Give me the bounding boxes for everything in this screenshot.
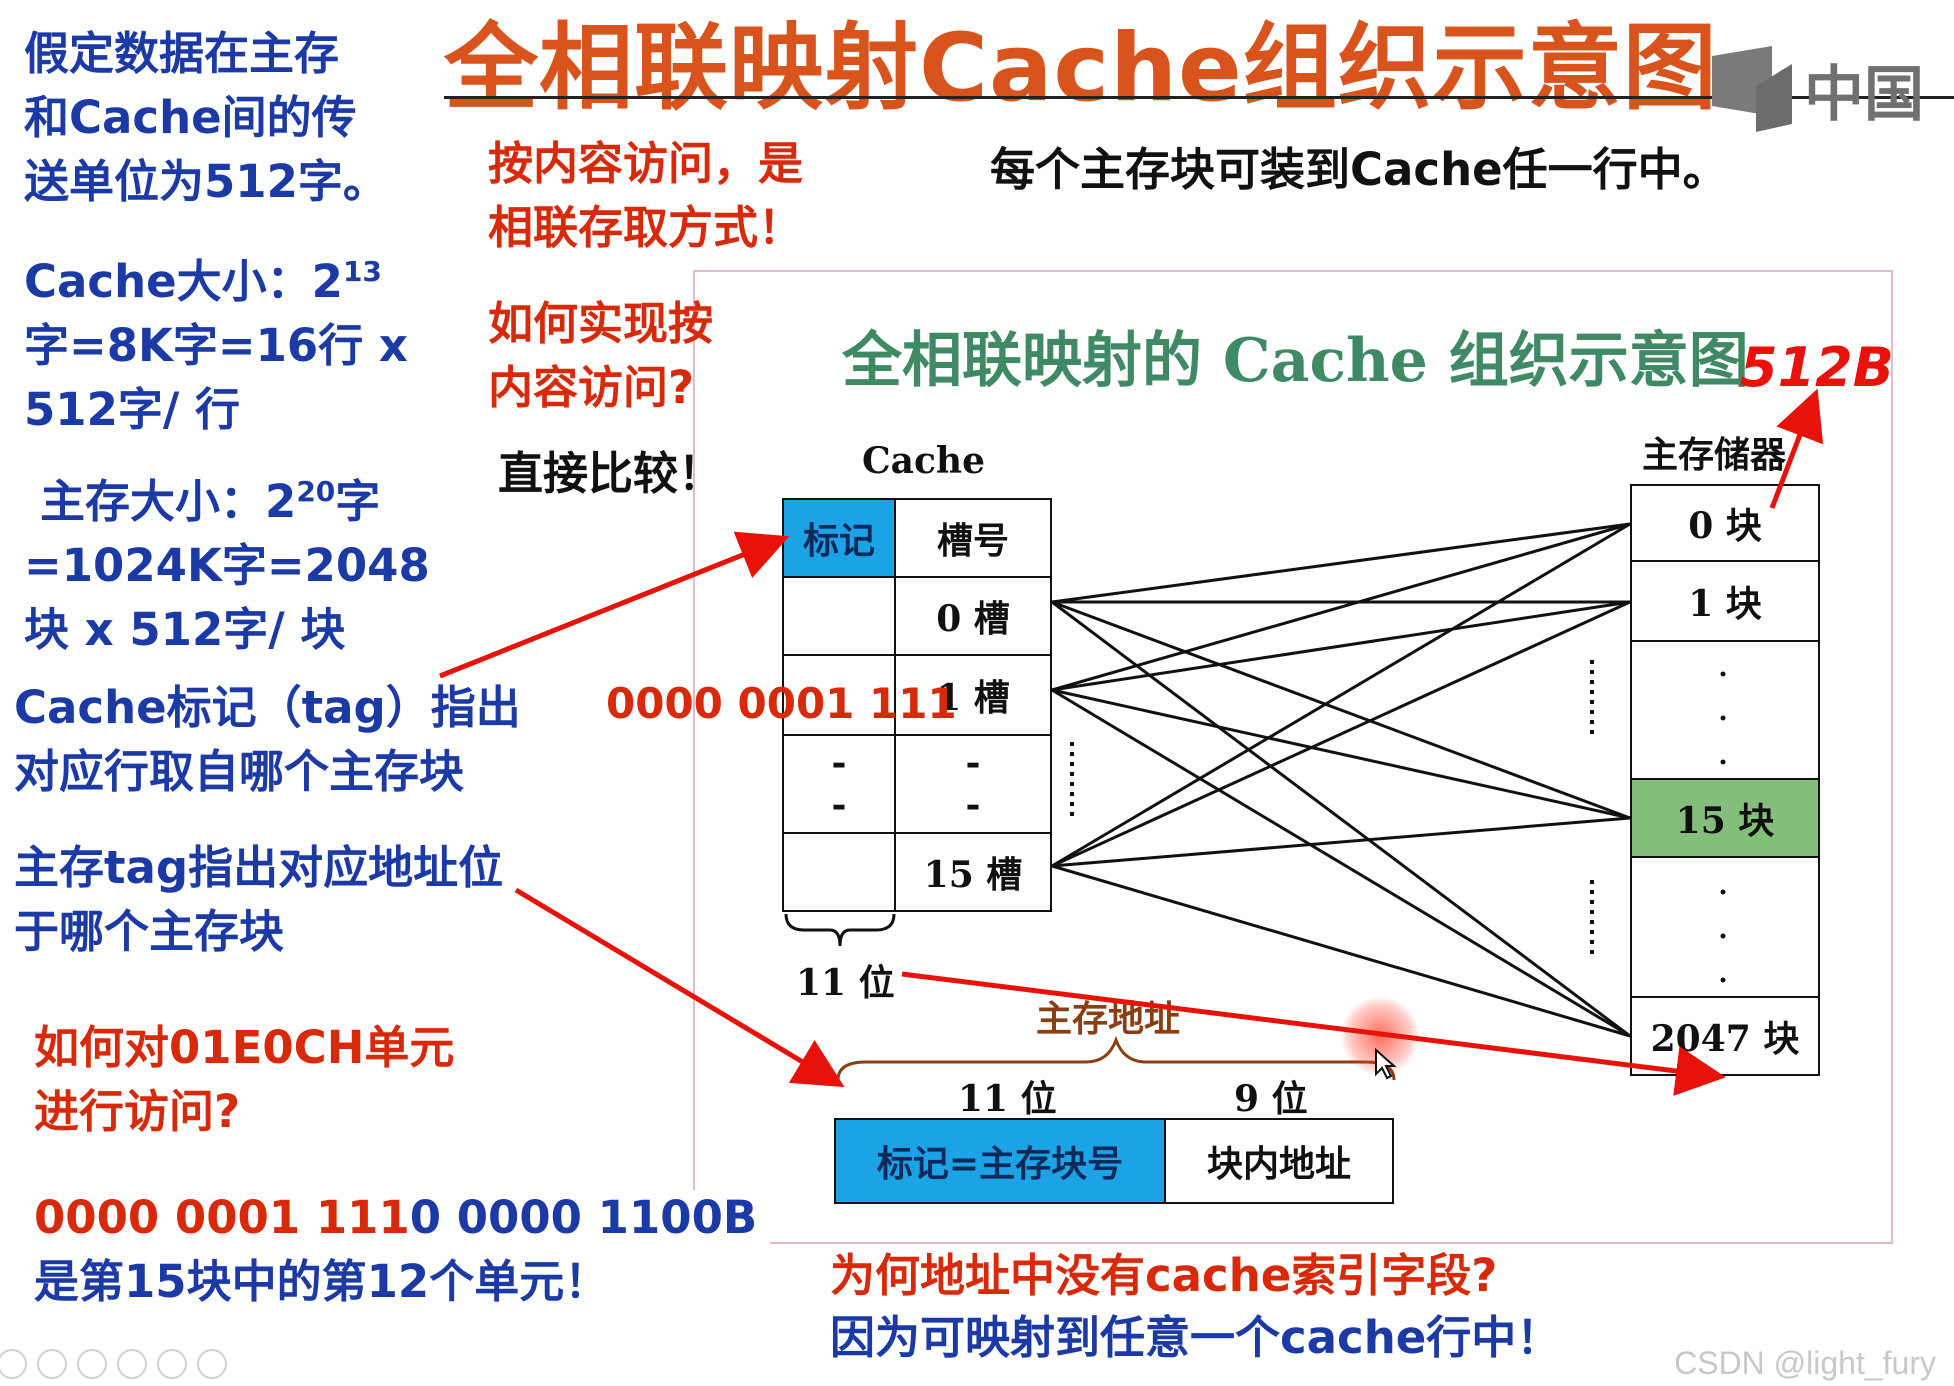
- cache-size-prefix: Cache大小：2: [24, 255, 343, 308]
- memory-label: 主存储器: [1642, 434, 1787, 476]
- answer-text: 是第15块中的第12个单元！: [34, 1255, 610, 1308]
- because-note: 因为可映射到任意一个cache行中！: [830, 1311, 1562, 1364]
- content-access-note: 按内容访问，是 相联存取方式！: [488, 132, 803, 260]
- how-question-note: 如何实现按 内容访问?: [488, 292, 713, 420]
- every-block-note: 每个主存块可装到Cache任一行中。: [990, 143, 1728, 196]
- mem-size-suffix: 字: [335, 475, 381, 528]
- gap-dash: -: [965, 784, 981, 826]
- note-line: 字=8K字=16行 x: [24, 319, 408, 372]
- memory-size-note: 主存大小：220字 =1024K字=2048 块 x 512字/ 块: [24, 460, 430, 662]
- note-line: 和Cache间的传: [24, 91, 357, 144]
- page-title: 全相联映射Cache组织示意图: [444, 14, 1718, 123]
- cache-tag-cell: [782, 654, 896, 736]
- diagram-frame-top: [693, 270, 1893, 272]
- note-line: 送单位为512字。: [24, 155, 388, 208]
- why-no-index: 为何地址中没有cache索引字段?: [830, 1249, 1498, 1302]
- mem-size-prefix: 主存大小：2: [40, 475, 297, 528]
- cache-tag-note: Cache标记（tag）指出 对应行取自哪个主存块: [14, 676, 521, 804]
- note-line: 块 x 512字/ 块: [24, 603, 346, 656]
- cache-size-exponent: 13: [342, 255, 382, 288]
- cache-size-note: Cache大小：213 字=8K字=16行 x 512字/ 行: [24, 240, 408, 442]
- memory-block-15: 15 块: [1630, 778, 1820, 858]
- note-line: 如何实现按: [488, 297, 714, 350]
- note-line: 对应行取自哪个主存块: [14, 745, 465, 798]
- diagram-frame-bottom: [770, 1242, 1893, 1244]
- direct-compare-note: 直接比较！: [498, 447, 724, 500]
- mouse-cursor-icon: [1375, 1048, 1397, 1080]
- memory-block-0: 0 块: [1630, 484, 1820, 562]
- arrow-cache-tag: [439, 531, 790, 679]
- note-line: 主存大小：220字: [24, 460, 430, 534]
- cache-slot-1: 1 槽: [894, 654, 1052, 736]
- arrow-11bits-to-2047: [901, 971, 1726, 1096]
- memory-ellipsis: [1720, 886, 1726, 986]
- address-offset-field: 块内地址: [1164, 1118, 1394, 1204]
- note-line: 假定数据在主存: [24, 27, 340, 80]
- note-line: 主存tag指出对应地址位: [14, 841, 504, 894]
- memory-block-1: 1 块: [1630, 560, 1820, 642]
- annotation-512b: 512B: [1740, 336, 1894, 399]
- title-underline: [444, 96, 1954, 99]
- address-tag-field: 标记=主存块号: [834, 1118, 1166, 1204]
- access-question: 如何对01E0CH单元 进行访问?: [34, 1016, 454, 1144]
- cache-slot-gap: - -: [894, 734, 1052, 834]
- mem-size-exponent: 20: [296, 475, 336, 508]
- note-line: 如何对01E0CH单元: [34, 1021, 455, 1074]
- answer-binary-tag: 0000 0001 111: [34, 1191, 410, 1244]
- mapping-line-group: [1051, 522, 1631, 1038]
- note-line: Cache大小：213: [24, 240, 408, 314]
- cache-tag-brace: [784, 913, 896, 947]
- answer-binary: 0000 0001 1110 0000 1100B: [34, 1186, 757, 1250]
- gap-dash: -: [831, 742, 847, 784]
- diagram-frame-right: [1891, 270, 1893, 1244]
- cache-ellipsis: [1070, 742, 1074, 822]
- memory-tag-note: 主存tag指出对应地址位 于哪个主存块: [14, 836, 503, 964]
- diagram-title: 全相联映射的 Cache 组织示意图: [842, 326, 1749, 396]
- note-line: 相联存取方式！: [488, 201, 804, 254]
- note-line: 512字/ 行: [24, 383, 241, 436]
- memory-left-ellipsis-2: [1590, 880, 1594, 960]
- address-tag-bits: 11 位: [958, 1078, 1057, 1120]
- arrow-to-512b: [1769, 388, 1824, 509]
- memory-ellipsis: [1720, 668, 1726, 768]
- cache-tag-cell: [782, 832, 896, 912]
- memory-left-ellipsis-1: [1590, 660, 1594, 740]
- logo-book-icon: [1712, 46, 1792, 132]
- answer-binary-rest: 0 0000 1100B: [409, 1191, 758, 1244]
- cache-label: Cache: [862, 440, 985, 482]
- logo-text: 中国: [1804, 60, 1924, 130]
- tag-bits-red: 0000 0001 111: [606, 679, 957, 728]
- cache-slot-0: 0 槽: [894, 576, 1052, 656]
- playback-controls[interactable]: [0, 1346, 280, 1382]
- note-line: 进行访问?: [34, 1085, 241, 1138]
- note-line: =1024K字=2048: [24, 539, 430, 592]
- gap-dash: -: [831, 784, 847, 826]
- logo: 中国: [1712, 46, 1954, 132]
- cache-slot-15: 15 槽: [894, 832, 1052, 912]
- note-line: 内容访问?: [488, 361, 695, 414]
- address-offset-bits: 9 位: [1234, 1078, 1308, 1120]
- note-line: 于哪个主存块: [14, 905, 285, 958]
- cache-tag-bits: 11 位: [796, 962, 895, 1004]
- watermark: CSDN @light_fury: [1674, 1345, 1936, 1381]
- note-line: 按内容访问，是: [488, 137, 804, 190]
- arrow-mem-tag: [514, 887, 845, 1088]
- note-line: Cache标记（tag）指出: [14, 681, 521, 734]
- access-answer: 0000 0001 1110 0000 1100B 是第15块中的第12个单元！: [34, 1186, 757, 1314]
- transfer-unit-note: 假定数据在主存 和Cache间的传 送单位为512字。: [24, 22, 388, 214]
- diagram-frame-left: [693, 270, 695, 1190]
- gap-dash: -: [965, 742, 981, 784]
